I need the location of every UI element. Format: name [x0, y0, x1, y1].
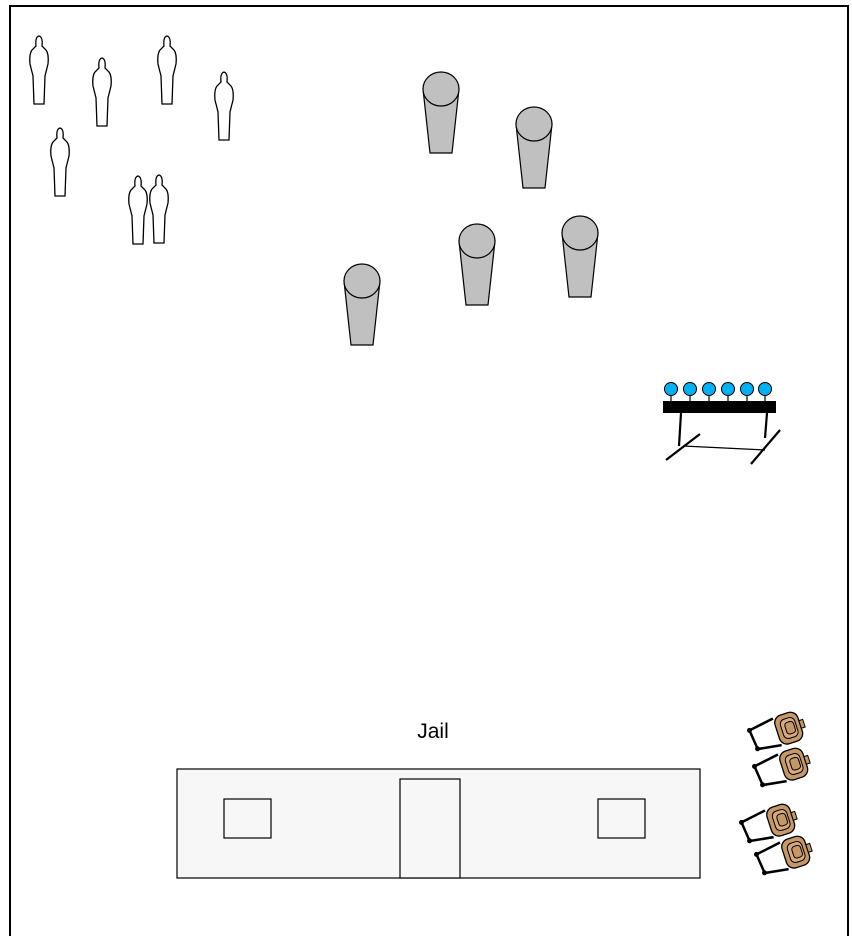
barrel-icon: [516, 107, 552, 188]
steel-plate-icon: [665, 383, 678, 403]
silhouette-target-icon: [93, 58, 112, 126]
silhouette-target-icon: [150, 175, 169, 243]
steel-plate-icon: [722, 383, 735, 403]
silhouette-target-icon: [51, 128, 70, 196]
jail-window-left: [224, 799, 271, 838]
silhouette-target-icon: [158, 36, 177, 104]
steel-plate-icon: [703, 383, 716, 403]
plate-rack-legs: [666, 413, 780, 464]
silhouette-target-icon: [30, 36, 49, 104]
steel-plate-rack-icon: [663, 383, 780, 465]
silhouette-target-icon: [129, 176, 148, 244]
chair-prop-icon: [746, 709, 809, 755]
steel-plate-icon: [684, 383, 697, 403]
barrel-icon: [423, 72, 459, 153]
chair-prop-icon: [751, 745, 814, 791]
barrel-icon: [562, 216, 598, 297]
barrel-icon: [459, 224, 495, 305]
jail-window-right: [598, 799, 645, 838]
plate-rack-bar: [663, 401, 776, 413]
silhouette-target-icon: [215, 72, 234, 140]
jail-label: Jail: [417, 720, 449, 743]
jail-door: [400, 779, 460, 878]
jail-building: Jail: [177, 720, 700, 878]
silhouette-target-group: [30, 36, 234, 244]
steel-plate-icon: [759, 383, 772, 403]
barrel-group: [344, 72, 598, 345]
chair-group: [738, 709, 816, 879]
steel-plate-icon: [741, 383, 754, 403]
barrel-icon: [344, 264, 380, 345]
